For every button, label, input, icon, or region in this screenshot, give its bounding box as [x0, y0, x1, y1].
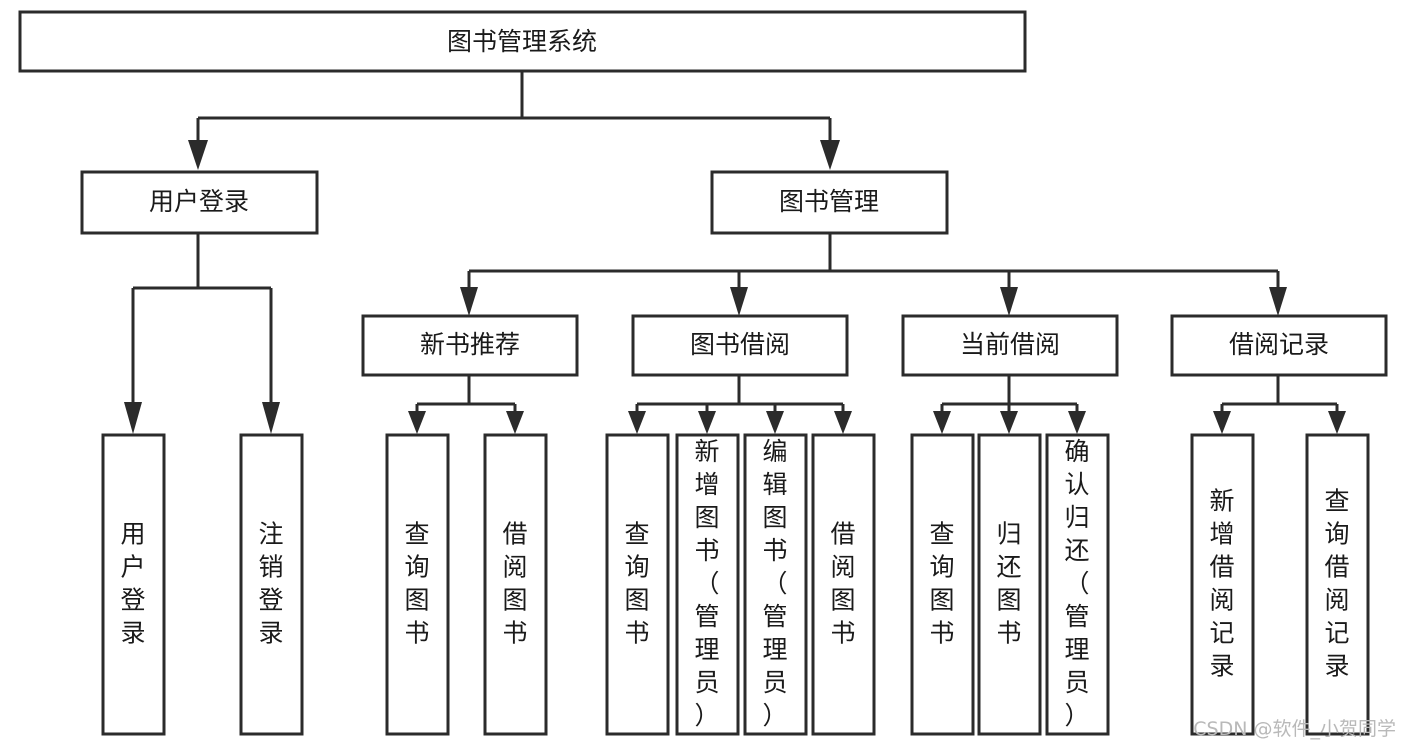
node-borrow-record[interactable]: 借阅记录 — [1170, 314, 1388, 377]
node-leaf-newbook-query[interactable]: 查询图书 — [385, 433, 450, 736]
arrow-head-icon — [1269, 287, 1287, 316]
node-new-book-recommend[interactable]: 新书推荐 — [361, 314, 579, 377]
arrow-head-icon — [698, 411, 716, 434]
node-leaf-box[interactable] — [977, 433, 1042, 736]
arrow-head-icon — [820, 140, 840, 170]
node-leaf-box[interactable] — [101, 433, 166, 736]
node-leaf-user-login-logout[interactable]: 注销登录 — [239, 433, 304, 736]
arrow-head-icon — [506, 411, 524, 434]
node-leaf-box[interactable] — [239, 433, 304, 736]
arrow-head-icon — [408, 411, 426, 434]
node-leaf-currentborrow-query[interactable]: 查询图书 — [910, 433, 975, 736]
node-leaf-label: 查询图书 — [929, 520, 954, 648]
node-current-borrow-box[interactable] — [901, 314, 1119, 377]
connector-group-book-manage — [460, 233, 1287, 316]
arrow-head-icon — [460, 287, 478, 316]
node-book-borrow[interactable]: 图书借阅 — [631, 314, 849, 377]
node-leaf-label: 归还图书 — [996, 520, 1021, 648]
node-book-borrow-box[interactable] — [631, 314, 849, 377]
node-leaf-label: 新增图书（管理员） — [694, 437, 719, 730]
node-root-box[interactable] — [18, 10, 1027, 73]
node-leaf-box[interactable] — [675, 433, 740, 736]
node-leaf-box[interactable] — [483, 433, 548, 736]
arrow-head-icon — [1068, 411, 1086, 434]
node-leaf-label: 确认归还（管理员） — [1064, 437, 1089, 730]
node-leaf-currentborrow-confirm[interactable]: 确认归还（管理员） — [1045, 433, 1110, 736]
node-user-login[interactable]: 用户登录 — [80, 170, 319, 235]
arrow-head-icon — [834, 411, 852, 434]
node-new-book-recommend-label: 新书推荐 — [420, 330, 520, 359]
node-leaf-bookborrow-edit[interactable]: 编辑图书（管理员） — [743, 433, 808, 736]
node-leaf-newbook-borrow[interactable]: 借阅图书 — [483, 433, 548, 736]
connector-group-user-login — [124, 233, 280, 434]
arrow-head-icon — [188, 140, 208, 170]
node-leaf-user-login-login[interactable]: 用户登录 — [101, 433, 166, 736]
node-leaf-label: 用户登录 — [120, 520, 145, 648]
arrow-head-icon — [262, 402, 280, 434]
node-leaf-borrowrecord-query[interactable]: 查询借阅记录 — [1305, 433, 1370, 736]
connector-group-current-borrow — [933, 375, 1086, 434]
node-leaf-label: 查询借阅记录 — [1324, 487, 1349, 681]
node-leaf-label: 新增借阅记录 — [1209, 487, 1234, 681]
connector-group-book-borrow — [628, 375, 852, 434]
node-current-borrow-label: 当前借阅 — [960, 330, 1060, 359]
node-borrow-record-box[interactable] — [1170, 314, 1388, 377]
connector-group-borrow-record — [1213, 375, 1346, 434]
node-leaf-box[interactable] — [743, 433, 808, 736]
node-user-login-box[interactable] — [80, 170, 319, 235]
node-leaf-box[interactable] — [1045, 433, 1110, 736]
node-book-manage-box[interactable] — [710, 170, 949, 235]
node-leaf-bookborrow-borrow[interactable]: 借阅图书 — [811, 433, 876, 736]
node-new-book-recommend-box[interactable] — [361, 314, 579, 377]
node-leaf-box[interactable] — [1190, 433, 1255, 736]
node-book-manage[interactable]: 图书管理 — [710, 170, 949, 235]
arrow-head-icon — [1000, 287, 1018, 316]
arrow-head-icon — [730, 287, 748, 316]
arrow-head-icon — [766, 411, 784, 434]
node-leaf-box[interactable] — [605, 433, 670, 736]
node-borrow-record-label: 借阅记录 — [1229, 330, 1329, 359]
node-leaf-bookborrow-query[interactable]: 查询图书 — [605, 433, 670, 736]
node-user-login-label: 用户登录 — [149, 187, 249, 216]
node-leaf-currentborrow-return[interactable]: 归还图书 — [977, 433, 1042, 736]
node-leaf-box[interactable] — [1305, 433, 1370, 736]
watermark-label: CSDN @软件_小贺同学 — [1193, 718, 1396, 740]
node-leaf-label: 借阅图书 — [830, 520, 855, 648]
node-leaf-label: 借阅图书 — [502, 520, 527, 648]
node-leaf-label: 编辑图书（管理员） — [762, 437, 787, 730]
arrow-head-icon — [1000, 411, 1018, 434]
node-root[interactable]: 图书管理系统 — [18, 10, 1027, 73]
arrow-head-icon — [628, 411, 646, 434]
node-book-manage-label: 图书管理 — [779, 187, 879, 216]
arrow-head-icon — [933, 411, 951, 434]
node-root-label: 图书管理系统 — [447, 27, 597, 56]
node-book-borrow-label: 图书借阅 — [690, 330, 790, 359]
arrow-head-icon — [1328, 411, 1346, 434]
connector-group-root — [188, 71, 840, 170]
node-leaf-bookborrow-add[interactable]: 新增图书（管理员） — [675, 433, 740, 736]
node-leaf-label: 查询图书 — [404, 520, 429, 648]
node-leaf-borrowrecord-add[interactable]: 新增借阅记录 — [1190, 433, 1255, 736]
arrow-head-icon — [1213, 411, 1231, 434]
node-leaf-box[interactable] — [385, 433, 450, 736]
node-leaf-box[interactable] — [811, 433, 876, 736]
arrow-head-icon — [124, 402, 142, 434]
node-leaf-box[interactable] — [910, 433, 975, 736]
node-current-borrow[interactable]: 当前借阅 — [901, 314, 1119, 377]
node-leaf-label: 注销登录 — [258, 520, 283, 648]
connector-group-new-book — [408, 375, 524, 434]
node-leaf-label: 查询图书 — [624, 520, 649, 648]
